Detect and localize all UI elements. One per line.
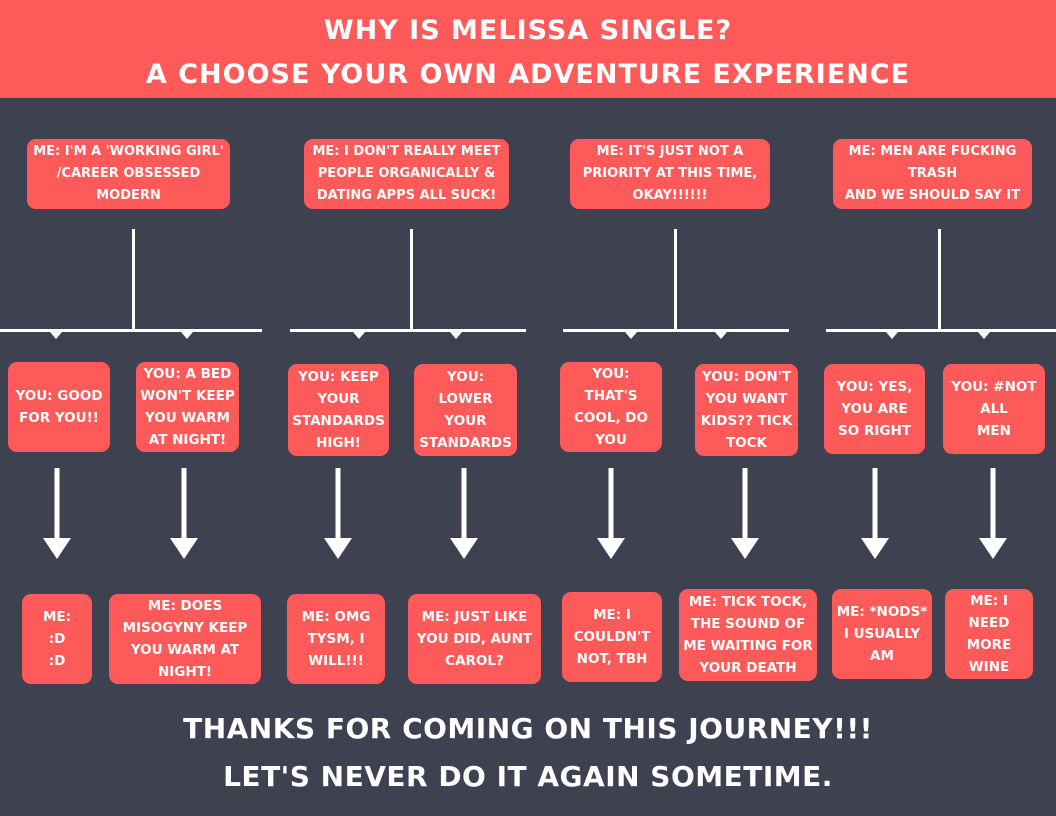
down-arrow-icon [597, 468, 625, 559]
me-statement-4: ME: MEN ARE FUCKING TRASH AND WE SHOULD … [833, 139, 1032, 209]
me-reply-1a: ME: :D :D [22, 594, 92, 684]
me-reply-4b: ME: I NEED MORE WINE [945, 589, 1033, 679]
you-response-4a: YOU: YES, YOU ARE SO RIGHT [824, 364, 925, 454]
connector-tip-1b [181, 332, 193, 339]
me-statement-2: ME: I DON'T REALLY MEET PEOPLE ORGANICAL… [304, 139, 509, 209]
down-arrow-icon [43, 468, 71, 559]
title-line-1: WHY IS MELISSA SINGLE? [323, 15, 733, 46]
connector-tip-1a [50, 332, 62, 339]
you-response-3b: YOU: DON'T YOU WANT KIDS?? TICK TOCK [695, 364, 798, 456]
down-arrow-icon [731, 468, 759, 559]
down-arrow-icon [450, 468, 478, 559]
me-reply-4a: ME: *NODS* I USUALLY AM [832, 589, 932, 679]
me-statement-1: ME: I'M A 'WORKING GIRL' /CAREER OBSESSE… [27, 139, 230, 209]
me-reply-2a: ME: OMG TYSM, I WILL!!! [287, 594, 385, 684]
down-arrow-icon [324, 468, 352, 559]
me-reply-3b: ME: TICK TOCK, THE SOUND OF ME WAITING F… [679, 589, 817, 681]
connector-tip-2b [450, 332, 462, 339]
connector-bar-1 [0, 329, 262, 332]
me-reply-1b: ME: DOES MISOGYNY KEEP YOU WARM AT NIGHT… [109, 594, 261, 684]
you-response-1b: YOU: A BED WON'T KEEP YOU WARM AT NIGHT! [136, 362, 239, 452]
connector-tip-3b [715, 332, 727, 339]
title-line-2: A CHOOSE YOUR OWN ADVENTURE EXPERIENCE [145, 59, 911, 90]
connector-stem-3 [674, 229, 677, 330]
connector-bar-4 [826, 329, 1056, 332]
title-banner: WHY IS MELISSA SINGLE? A CHOOSE YOUR OWN… [0, 0, 1056, 98]
me-reply-3a: ME: I COULDN'T NOT, TBH [562, 592, 662, 682]
footer-line-1: THANKS FOR COMING ON THIS JOURNEY!!! [183, 712, 873, 745]
connector-stem-1 [132, 229, 135, 330]
me-statement-3: ME: IT'S JUST NOT A PRIORITY AT THIS TIM… [570, 139, 770, 209]
connector-tip-4a [886, 332, 898, 339]
you-response-4b: YOU: #NOT ALL MEN [943, 364, 1045, 454]
you-response-2a: YOU: KEEP YOUR STANDARDS HIGH! [288, 364, 389, 456]
footer-line-2: LET'S NEVER DO IT AGAIN SOMETIME. [223, 760, 833, 793]
connector-stem-2 [410, 229, 413, 330]
you-response-2b: YOU: LOWER YOUR STANDARDS [414, 364, 517, 456]
connector-tip-4b [978, 332, 990, 339]
you-response-3a: YOU: THAT'S COOL, DO YOU [560, 362, 662, 452]
connector-bar-2 [290, 329, 526, 332]
connector-tip-3a [625, 332, 637, 339]
connector-stem-4 [938, 229, 941, 330]
you-response-1a: YOU: GOOD FOR YOU!! [8, 362, 110, 452]
down-arrow-icon [170, 468, 198, 559]
down-arrow-icon [861, 468, 889, 559]
down-arrow-icon [979, 468, 1007, 559]
me-reply-2b: ME: JUST LIKE YOU DID, AUNT CAROL? [408, 594, 541, 684]
connector-bar-3 [563, 329, 789, 332]
connector-tip-2a [353, 332, 365, 339]
